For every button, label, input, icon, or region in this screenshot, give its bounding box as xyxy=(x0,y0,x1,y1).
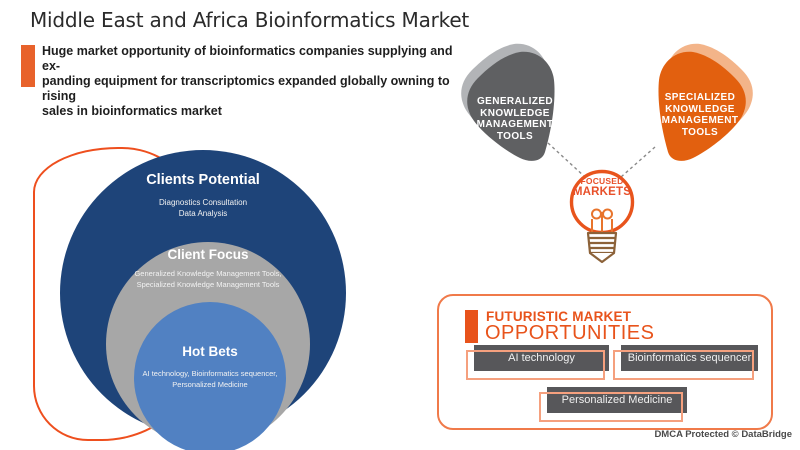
subtitle-line: panding equipment for transcriptomics ex… xyxy=(42,74,450,103)
ring-label-clients-potential: Clients Potential xyxy=(146,172,260,188)
panel-heading-large: OPPORTUNITIES xyxy=(485,322,655,344)
generalized-tools-label: GENERALIZED KNOWLEDGE MANAGEMENT TOOLS xyxy=(476,96,554,142)
lightbulb-base xyxy=(586,231,618,264)
focused-markets-line1: FOCUSED xyxy=(580,176,624,186)
ring-label-client-focus: Client Focus xyxy=(167,247,249,262)
ring-hot-bets xyxy=(134,302,286,450)
knowledge-tools-graphic xyxy=(461,43,753,264)
dashed-connector-left xyxy=(547,142,586,178)
ring-label-hot-bets: Hot Bets xyxy=(182,344,238,359)
subtitle-line: sales in bioinformatics market xyxy=(42,104,222,118)
ring-items-clients-potential: Diagnostics Consultation Data Analysis xyxy=(83,197,323,219)
dashed-connector-right xyxy=(620,146,656,178)
ring-item: Generalized Knowledge Management Tools, xyxy=(134,269,282,278)
ring-item: Data Analysis xyxy=(178,209,228,218)
dmca-protection-notice: DMCA Protected © DataBridge xyxy=(654,429,792,440)
specialized-pick-shape xyxy=(658,51,746,161)
page-title: Middle East and Africa Bioinformatics Ma… xyxy=(30,8,470,32)
opportunity-ai-technology: AI technology xyxy=(466,345,609,380)
lightbulb-filament xyxy=(591,208,613,233)
ring-item: AI technology, Bioinformatics sequencer, xyxy=(142,369,278,378)
panel-heading-small: FUTURISTIC MARKET xyxy=(486,309,632,324)
subtitle: Huge market opportunity of bioinformatic… xyxy=(42,44,462,119)
focused-markets-label: FOCUSED MARKETS xyxy=(572,176,632,198)
ring-item: Specialized Knowledge Management Tools xyxy=(136,279,280,289)
subtitle-accent-bar xyxy=(21,45,35,87)
subtitle-line: Huge market opportunity of bioinformatic… xyxy=(42,44,453,73)
ring-item: Personalized Medicine xyxy=(172,379,248,389)
panel-accent-bar xyxy=(465,310,478,343)
ring-items-hot-bets: AI technology, Bioinformatics sequencer,… xyxy=(90,369,330,390)
focused-markets-line2: MARKETS xyxy=(572,186,632,198)
opportunity-personalized-medicine: Personalized Medicine xyxy=(539,387,687,422)
specialized-tools-label: SPECIALIZED KNOWLEDGE MANAGEMENT TOOLS xyxy=(661,92,739,138)
ring-item: Diagnostics Consultation xyxy=(158,198,248,207)
futuristic-opportunities-panel: FUTURISTIC MARKET OPPORTUNITIES AI techn… xyxy=(437,294,773,430)
ring-items-client-focus: Generalized Knowledge Management Tools, … xyxy=(88,269,328,290)
generalized-pick-shape xyxy=(467,51,555,161)
opportunity-bioinformatics-sequencer: Bioinformatics sequencer xyxy=(613,345,758,380)
